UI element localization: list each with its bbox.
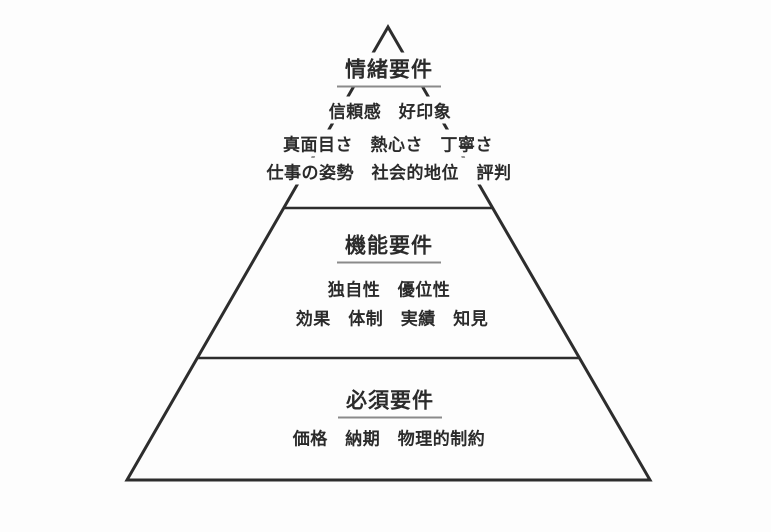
tier1-row-2: 真面目さ 熱心さ 丁寧さ bbox=[279, 129, 497, 157]
tier3-title: 必須要件 bbox=[338, 383, 442, 419]
tier1-title: 情緒要件 bbox=[337, 52, 441, 88]
tier1-row-1: 信頼感 好印象 bbox=[324, 96, 456, 124]
tier2-title: 機能要件 bbox=[337, 228, 441, 264]
tier2-row-2: 効果 体制 実績 知見 bbox=[291, 303, 493, 331]
pyramid-triangle-shape bbox=[124, 23, 653, 482]
tier3-row-1: 価格 納期 物理的制約 bbox=[288, 423, 490, 451]
tier2-row-1: 独自性 優位性 bbox=[323, 274, 455, 302]
tier1-row-3: 仕事の姿勢 社会的地位 評判 bbox=[262, 157, 516, 185]
